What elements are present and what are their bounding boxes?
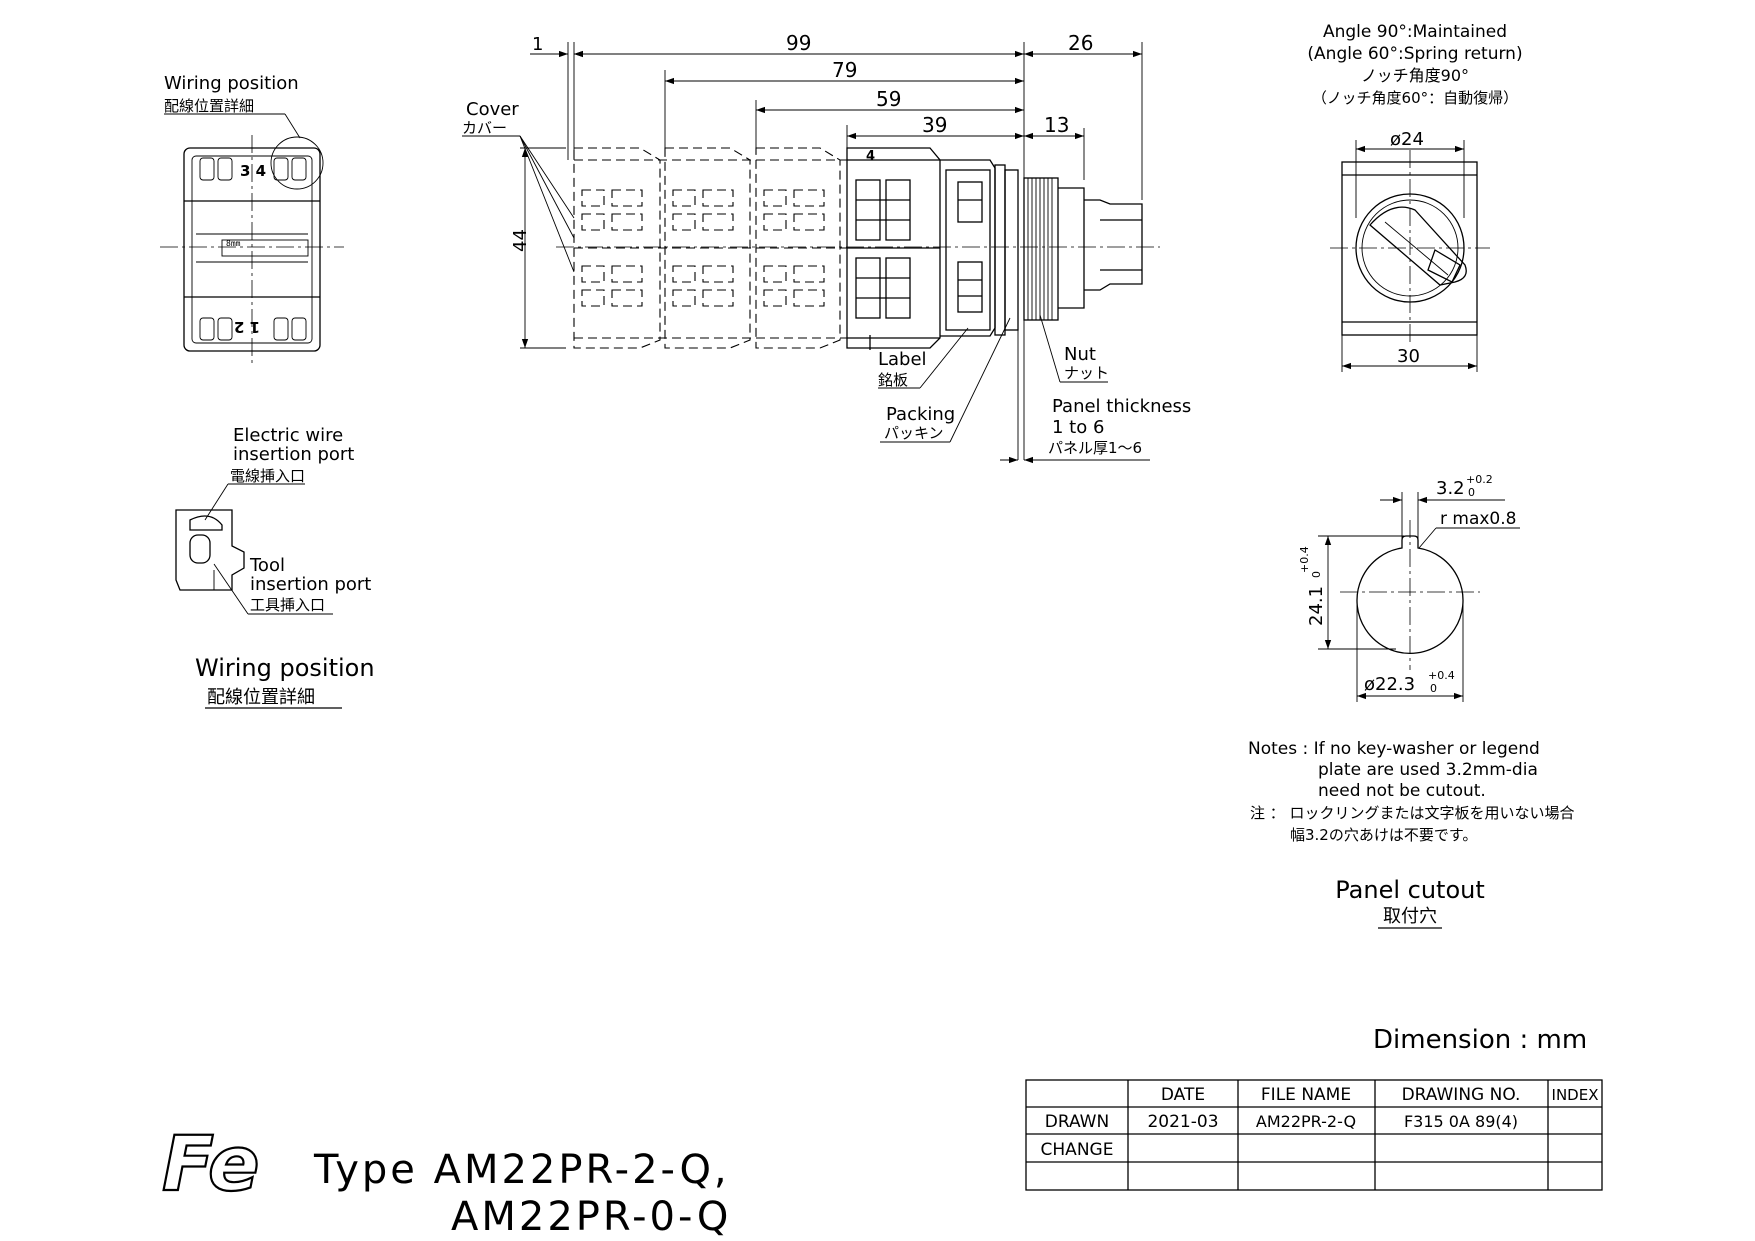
dim-39: 39 bbox=[922, 113, 947, 137]
angle-label-jp-1: ノッチ角度90° bbox=[1361, 66, 1469, 85]
header-index: INDEX bbox=[1552, 1086, 1599, 1104]
dim-44: 44 bbox=[510, 229, 531, 252]
fe-logo-text: Fe bbox=[162, 1119, 260, 1208]
angle-label-en-1: Angle 90°:Maintained bbox=[1323, 22, 1507, 42]
side-view: 1 99 26 79 59 39 13 44 bbox=[462, 31, 1191, 464]
dimension-unit: Dimension : mm bbox=[1373, 1025, 1587, 1055]
terminal-bottom-label: 1 2 bbox=[234, 318, 260, 336]
label-callout-jp: 銘板 bbox=[878, 371, 908, 389]
cutout-dim-diameter-tol-upper: +0.4 bbox=[1428, 669, 1455, 682]
dim-13: 13 bbox=[1044, 113, 1069, 137]
angle-label-en-2: (Angle 60°:Spring return) bbox=[1307, 44, 1522, 64]
cutout-dim-slot: 3.2 bbox=[1436, 478, 1465, 499]
wiring-position-title-jp: 配線位置詳細 bbox=[207, 687, 315, 708]
header-file-name: FILE NAME bbox=[1261, 1085, 1351, 1105]
row-drawn-date: 2021-03 bbox=[1147, 1112, 1218, 1132]
label-callout-en: Label bbox=[878, 349, 927, 370]
tool-port-en-2: insertion port bbox=[250, 574, 371, 595]
panel-cutout-title-en: Panel cutout bbox=[1335, 876, 1485, 904]
panel-thickness-en-1: Panel thickness bbox=[1052, 396, 1191, 417]
tool-port-en-1: Tool bbox=[249, 555, 285, 576]
block-number: 4 bbox=[866, 149, 875, 164]
notes-en-2: plate are used 3.2mm-dia bbox=[1318, 760, 1538, 780]
header-date: DATE bbox=[1161, 1085, 1205, 1105]
packing-callout-en: Packing bbox=[886, 404, 955, 425]
cover-label-jp: カバー bbox=[462, 119, 507, 137]
dim-59: 59 bbox=[876, 87, 901, 111]
nut-callout-jp: ナット bbox=[1064, 364, 1109, 382]
row-drawn-file-name: AM22PR-2-Q bbox=[1256, 1112, 1356, 1131]
notes-jp-1: 注 ： ロックリングまたは文字板を用いない場合 bbox=[1250, 804, 1575, 822]
notes: Notes : If no key-washer or legend plate… bbox=[1248, 739, 1575, 929]
notes-en-3: need not be cutout. bbox=[1318, 781, 1486, 801]
cutout-dim-height-tol-upper: +0.4 bbox=[1298, 546, 1311, 573]
wire-port-en-1: Electric wire bbox=[233, 425, 343, 446]
row-drawn-label: DRAWN bbox=[1045, 1112, 1109, 1132]
nut-callout-en: Nut bbox=[1064, 344, 1096, 365]
dim-26: 26 bbox=[1068, 31, 1093, 55]
notes-jp-2: 幅3.2の穴あけは不要です。 bbox=[1290, 826, 1477, 844]
row-drawn-drawing-no: F315 0A 89(4) bbox=[1404, 1112, 1518, 1131]
front-view: Angle 90°:Maintained (Angle 60°:Spring r… bbox=[1307, 22, 1523, 372]
wiring-position-title-en: Wiring position bbox=[195, 654, 375, 682]
title-block: DATE FILE NAME DRAWING NO. INDEX DRAWN 2… bbox=[1025, 1079, 1603, 1191]
cutout-dim-slot-tol-upper: +0.2 bbox=[1466, 473, 1493, 486]
panel-thickness-en-2: 1 to 6 bbox=[1052, 417, 1104, 438]
packing-callout-jp: パッキン bbox=[884, 424, 944, 442]
header-drawing-no: DRAWING NO. bbox=[1402, 1085, 1521, 1105]
cutout-dim-diameter: ø22.3 bbox=[1364, 674, 1415, 695]
row-change-label: CHANGE bbox=[1041, 1140, 1114, 1160]
port-detail-view: Electric wire insertion port 電線挿入口 Tool … bbox=[175, 425, 375, 709]
wiring-position-view: Wiring position 配線位置詳細 8mm 3 4 1 2 bbox=[160, 73, 344, 365]
notes-en-1: Notes : If no key-washer or legend bbox=[1248, 739, 1540, 759]
type-line-1: Type AM22PR-2-Q, bbox=[313, 1147, 730, 1193]
wire-port-jp: 電線挿入口 bbox=[230, 467, 305, 485]
panel-cutout-view: 3.2 +0.2 0 r max0.8 24.1 +0.4 0 ø22.3 +0… bbox=[1298, 473, 1520, 702]
cutout-dim-slot-tol-lower: 0 bbox=[1468, 486, 1475, 499]
wire-port-en-2: insertion port bbox=[233, 444, 354, 465]
cutout-dim-height: 24.1 bbox=[1306, 586, 1327, 626]
angle-label-jp-2: （ノッチ角度60°：自動復帰） bbox=[1312, 89, 1518, 107]
dim-79: 79 bbox=[832, 58, 857, 82]
dim-1: 1 bbox=[532, 34, 543, 55]
terminal-top-label: 3 4 bbox=[240, 162, 266, 180]
logo: Fe bbox=[161, 1118, 261, 1209]
cutout-radius: r max0.8 bbox=[1440, 509, 1516, 529]
strip-label: 8mm bbox=[226, 239, 241, 248]
panel-thickness-jp: パネル厚1～6 bbox=[1048, 439, 1142, 457]
front-dim-diameter: ø24 bbox=[1390, 129, 1424, 150]
cutout-dim-height-tol-lower: 0 bbox=[1310, 571, 1323, 578]
cover-label-en: Cover bbox=[466, 99, 519, 120]
tool-port-jp: 工具挿入口 bbox=[250, 596, 325, 614]
type-line-2: AM22PR-0-Q bbox=[451, 1194, 731, 1240]
wiring-position-label-en: Wiring position bbox=[164, 73, 299, 94]
wiring-position-label-jp: 配線位置詳細 bbox=[164, 97, 254, 115]
dim-99: 99 bbox=[786, 31, 811, 55]
panel-cutout-title-jp: 取付穴 bbox=[1383, 906, 1437, 927]
cutout-dim-diameter-tol-lower: 0 bbox=[1430, 682, 1437, 695]
front-dim-width: 30 bbox=[1397, 346, 1420, 367]
